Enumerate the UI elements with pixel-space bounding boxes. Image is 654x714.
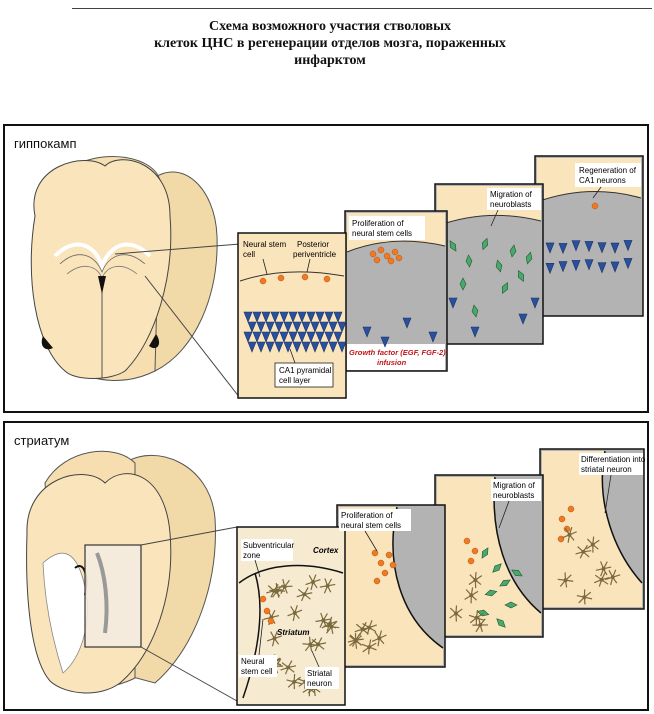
- brain-striatum-section: [26, 450, 238, 702]
- label-differentiation-2: striatal neuron: [581, 465, 632, 474]
- label-subventricular-2: zone: [243, 551, 261, 560]
- neural-stem-cell: [267, 617, 275, 625]
- title-line-3: инфарктом: [294, 53, 366, 68]
- neural-stem-cell: [259, 277, 267, 285]
- proliferating-stem-cell: [385, 551, 393, 559]
- proliferating-stem-cell: [389, 561, 397, 569]
- striatum-text-labels: Subventricular zone Cortex Striatum Neur…: [239, 453, 646, 689]
- brain-coronal-section: [30, 156, 241, 399]
- neural-stem-cell: [463, 537, 471, 545]
- hippocampus-label: гиппокамп: [14, 136, 77, 151]
- neural-stem-cell: [277, 274, 285, 282]
- label-posterior-2: periventricle: [293, 250, 337, 259]
- label-s-proliferation-1: Proliferation of: [341, 511, 393, 520]
- label-regeneration-2: CA1 neurons: [579, 176, 626, 185]
- label-proliferation-2: neural stem cells: [352, 229, 412, 238]
- hippocampus-panel: гиппокамп: [3, 124, 649, 413]
- label-ca1-1: CA1 pyramidal: [279, 366, 332, 375]
- label-striatal-2: neuron: [307, 679, 332, 688]
- hippo-stage-3: [434, 183, 544, 345]
- proliferating-stem-cell: [383, 252, 391, 260]
- label-regeneration-1: Regeneration of: [579, 166, 637, 175]
- hippo-text-labels: Neural stem cell Posterior periventricle…: [241, 163, 641, 388]
- proliferating-stem-cell: [373, 256, 381, 264]
- label-migration-1: Migration of: [490, 190, 533, 199]
- label-posterior-1: Posterior: [297, 240, 329, 249]
- neural-stem-cell: [591, 202, 599, 210]
- label-growth-factor-1: Growth factor (EGF, FGF-2): [349, 348, 446, 357]
- neural-stem-cell: [259, 595, 267, 603]
- neural-stem-cell: [263, 607, 271, 615]
- striatum-stage-4: [539, 448, 645, 610]
- striatum-panel: стриатум: [3, 421, 649, 711]
- label-migration-2: neuroblasts: [490, 200, 531, 209]
- proliferating-stem-cell: [373, 577, 381, 585]
- label-neural-stem-2: stem cell: [241, 667, 273, 676]
- proliferating-stem-cell: [381, 569, 389, 577]
- proliferating-stem-cell: [391, 248, 399, 256]
- label-striatum: Striatum: [277, 628, 309, 637]
- label-s-migration-1: Migration of: [493, 481, 536, 490]
- label-neural-stem-cell-2: cell: [243, 250, 255, 259]
- neural-stem-cell: [467, 557, 475, 565]
- label-subventricular-1: Subventricular: [243, 541, 294, 550]
- page-title: Схема возможного участия стволовых клето…: [80, 18, 580, 69]
- proliferating-stem-cell: [395, 254, 403, 262]
- proliferating-stem-cell: [369, 250, 377, 258]
- label-differentiation-1: Differentiation into: [581, 455, 646, 464]
- proliferating-stem-cell: [377, 246, 385, 254]
- striatum-diagram: Subventricular zone Cortex Striatum Neur…: [26, 448, 646, 706]
- label-neural-stem-1: Neural: [241, 657, 265, 666]
- label-neural-stem-cell-1: Neural stem: [243, 240, 286, 249]
- proliferating-stem-cell: [387, 257, 395, 265]
- title-line-1: Схема возможного участия стволовых: [208, 19, 452, 34]
- label-growth-factor-2: infusion: [377, 358, 407, 367]
- neural-stem-cell: [567, 505, 575, 513]
- striatum-label: стриатум: [14, 433, 70, 448]
- label-ca1-2: cell layer: [279, 376, 311, 385]
- label-striatal-1: Striatal: [307, 669, 332, 678]
- neural-stem-cell: [323, 275, 331, 283]
- top-rule: [72, 8, 652, 9]
- title-line-2: клеток ЦНС в регенерации отделов мозга, …: [154, 36, 506, 51]
- label-proliferation-1: Proliferation of: [352, 219, 404, 228]
- hippocampus-diagram: Neural stem cell Posterior periventricle…: [30, 155, 644, 399]
- label-cortex: Cortex: [313, 546, 339, 555]
- label-s-migration-2: neuroblasts: [493, 491, 534, 500]
- proliferating-stem-cell: [377, 559, 385, 567]
- neural-stem-cell: [558, 515, 566, 523]
- neural-stem-cell: [471, 547, 479, 555]
- neural-stem-cell: [301, 273, 309, 281]
- label-s-proliferation-2: neural stem cells: [341, 521, 401, 530]
